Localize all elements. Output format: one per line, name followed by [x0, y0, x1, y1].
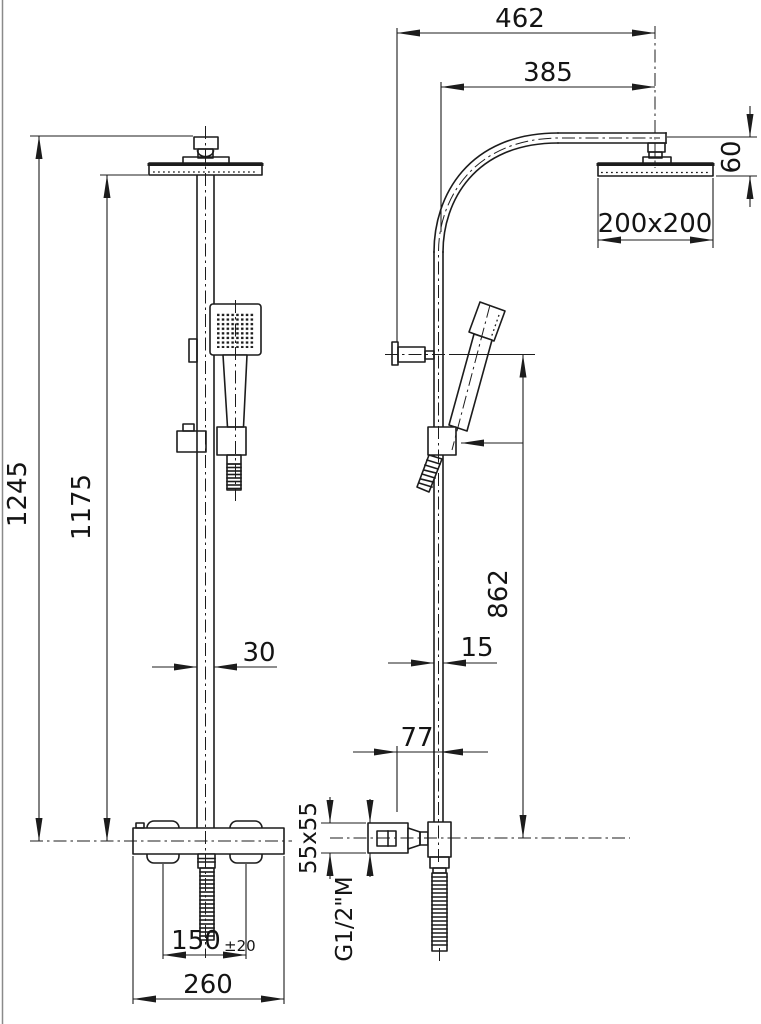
dim-1245: 1245 [3, 135, 193, 841]
wall-bracket-side [391, 341, 399, 366]
hand-shower-holder [216, 426, 247, 456]
dim-30-label: 30 [242, 638, 275, 668]
dim-30: 30 [152, 638, 277, 671]
dim-60-label: 60 [717, 140, 747, 173]
dim-thread-label: G1/2"M [332, 876, 358, 961]
holder-side [427, 426, 457, 456]
dim-150-tolerance: ±20 [224, 937, 256, 955]
dim-1175-label: 1175 [67, 474, 97, 540]
center-lines [30, 26, 660, 963]
dim-462: 462 [396, 4, 655, 342]
dim-462-label: 462 [495, 4, 545, 34]
dim-385: 385 [440, 58, 655, 232]
shower-arm-curve [433, 132, 559, 253]
dimension-annotations: 1245 1175 30 150 ±20 260 [3, 4, 757, 1004]
dim-1245-label: 1245 [3, 461, 33, 527]
dim-55x55: 55x55 [296, 797, 374, 879]
mixer-tee-side [427, 821, 452, 858]
dim-200x200: 200x200 [597, 178, 714, 248]
dim-260: 260 [132, 856, 285, 1004]
hose-nut [226, 454, 242, 465]
dim-15-label: 15 [460, 633, 493, 663]
hose-side [416, 454, 443, 493]
hand-shower-side [468, 301, 506, 342]
dim-200x200-label: 200x200 [598, 209, 713, 239]
dim-150-label: 150 [171, 926, 221, 956]
dim-thread: G1/2"M [332, 876, 358, 961]
front-view [132, 136, 285, 941]
dim-77: 77 [353, 723, 488, 812]
dim-260-label: 260 [183, 970, 233, 1000]
dim-862: 862 [450, 353, 535, 838]
wall-bracket [188, 338, 198, 363]
hose-ribbed [226, 463, 242, 491]
column-centerline-side [438, 137, 660, 862]
dim-15: 15 [388, 633, 497, 667]
dim-77-label: 77 [400, 723, 433, 753]
dim-385-label: 385 [523, 58, 573, 88]
side-view [367, 132, 715, 952]
mixer-outlet [197, 853, 216, 869]
hand-shower-centerline-side [451, 304, 491, 451]
dim-60: 60 [667, 106, 757, 207]
holder-clamp [176, 430, 207, 453]
head-connector-side [647, 142, 666, 153]
outlet-nut-side [429, 856, 450, 869]
dim-55x55-label: 55x55 [296, 802, 322, 874]
dim-1175: 1175 [67, 174, 148, 841]
dim-862-label: 862 [484, 569, 514, 619]
dim-150: 150 ±20 [162, 864, 256, 959]
